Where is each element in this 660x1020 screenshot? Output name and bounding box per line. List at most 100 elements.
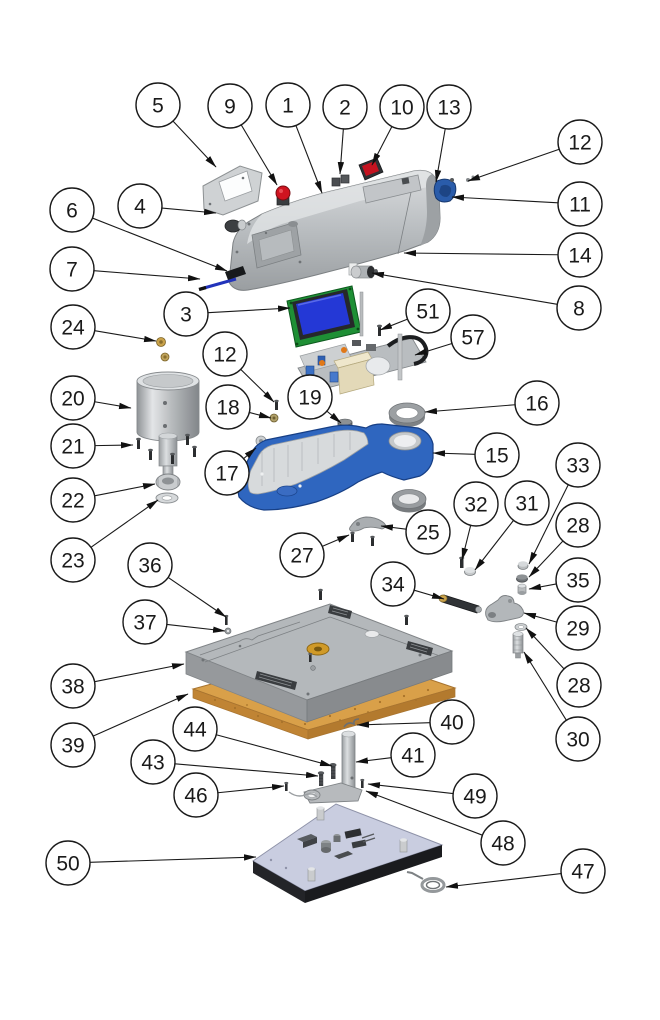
callout-balloon-12: 12 bbox=[557, 119, 603, 165]
callout-balloon-25: 25 bbox=[405, 509, 451, 555]
callout-balloon-6: 6 bbox=[49, 187, 95, 233]
leader-line-10 bbox=[371, 126, 393, 166]
balloon-circle bbox=[45, 840, 91, 886]
callout-balloon-27: 27 bbox=[279, 532, 325, 578]
leader-line-4 bbox=[161, 207, 217, 216]
post-bracket-assembly bbox=[284, 718, 365, 804]
balloon-circle bbox=[49, 187, 95, 233]
base-plate-components bbox=[297, 828, 376, 859]
bolt-30-part bbox=[512, 631, 524, 659]
standoffs bbox=[307, 806, 408, 882]
callout-balloon-24: 24 bbox=[50, 304, 96, 350]
callout-balloon-47: 47 bbox=[560, 848, 606, 894]
leader-line-38 bbox=[94, 663, 185, 683]
nut-31-part bbox=[464, 567, 476, 576]
balloon-number: 46 bbox=[184, 785, 207, 808]
leader-line-25 bbox=[380, 524, 407, 531]
table-plate-part bbox=[184, 603, 454, 723]
balloon-number: 22 bbox=[61, 490, 84, 513]
foot-bracket-part bbox=[303, 782, 363, 804]
balloon-number: 27 bbox=[290, 545, 313, 568]
leader-line-39 bbox=[92, 693, 189, 737]
main-housing-part bbox=[228, 169, 441, 291]
balloon-circle bbox=[560, 848, 606, 894]
callout-balloon-31: 31 bbox=[504, 480, 550, 526]
knob-part bbox=[224, 219, 251, 233]
balloon-number: 38 bbox=[61, 676, 84, 699]
balloon-number: 41 bbox=[401, 745, 424, 768]
balloon-number: 14 bbox=[568, 245, 592, 268]
balloon-number: 57 bbox=[461, 327, 484, 350]
balloon-number: 33 bbox=[566, 455, 589, 478]
callout-balloon-35: 35 bbox=[555, 557, 601, 603]
fittings-24 bbox=[156, 337, 170, 362]
balloon-circle bbox=[204, 450, 250, 496]
balloon-number: 49 bbox=[463, 786, 486, 809]
leader-line-29 bbox=[523, 612, 557, 623]
leader-line-35 bbox=[528, 583, 557, 590]
tray-assembly bbox=[237, 402, 434, 546]
balloon-circle bbox=[117, 183, 163, 229]
callout-balloon-57: 57 bbox=[450, 314, 496, 360]
callout-balloon-44: 44 bbox=[172, 706, 218, 752]
callout-balloon-14: 14 bbox=[557, 232, 603, 278]
callout-balloon-13: 13 bbox=[426, 84, 472, 130]
leader-line-48 bbox=[365, 790, 483, 836]
callout-balloon-20: 20 bbox=[50, 375, 96, 421]
lever-25-part bbox=[349, 516, 387, 532]
balloon-circle bbox=[50, 722, 96, 768]
callout-balloon-48: 48 bbox=[480, 820, 526, 866]
leader-line-31 bbox=[474, 520, 514, 571]
callout-balloon-16: 16 bbox=[514, 380, 560, 426]
callout-balloon-38: 38 bbox=[50, 663, 96, 709]
balloon-number: 28 bbox=[567, 675, 590, 698]
balloon-number: 13 bbox=[437, 97, 460, 120]
balloon-number: 51 bbox=[416, 301, 439, 324]
rod-34-part bbox=[438, 594, 482, 614]
floating-screws-table bbox=[308, 588, 409, 671]
callout-balloon-5: 5 bbox=[135, 82, 181, 128]
balloon-circle bbox=[207, 83, 253, 129]
balloon-circle bbox=[556, 285, 602, 331]
leader-line-50 bbox=[89, 854, 257, 863]
overlay-gasket-part bbox=[202, 165, 263, 216]
callout-balloon-28: 28 bbox=[555, 502, 601, 548]
leader-line-13 bbox=[434, 128, 446, 183]
washer-23-part bbox=[155, 492, 179, 504]
balloon-circle bbox=[49, 246, 95, 292]
balloon-number: 9 bbox=[224, 96, 236, 119]
balloon-circle bbox=[426, 84, 472, 130]
balloon-number: 3 bbox=[180, 304, 192, 327]
balloon-number: 2 bbox=[339, 97, 351, 120]
balloon-number: 36 bbox=[138, 555, 161, 578]
screw-32-part bbox=[459, 556, 465, 568]
leader-line-1 bbox=[295, 125, 323, 194]
ring-16-part bbox=[388, 402, 426, 427]
screw-46-part bbox=[284, 781, 318, 798]
leader-line-8 bbox=[371, 271, 558, 305]
balloon-number: 39 bbox=[61, 735, 84, 758]
screw-13-part bbox=[450, 178, 454, 182]
callout-balloon-40: 40 bbox=[429, 699, 475, 745]
valve-pump-assembly bbox=[297, 291, 429, 395]
balloon-circle bbox=[50, 537, 96, 583]
callout-balloon-11: 11 bbox=[557, 181, 603, 227]
balloon-number: 4 bbox=[134, 196, 146, 219]
mounting-screws-21 bbox=[136, 433, 197, 464]
callout-balloon-50: 50 bbox=[45, 840, 91, 886]
leader-line-17 bbox=[243, 447, 257, 460]
balloon-circle bbox=[379, 84, 425, 130]
balloon-circle bbox=[322, 84, 368, 130]
callout-balloon-32: 32 bbox=[453, 481, 499, 527]
leader-line-41 bbox=[355, 757, 392, 764]
screw-49-part bbox=[350, 776, 365, 788]
balloon-number: 1 bbox=[282, 95, 294, 118]
balloon-number: 47 bbox=[571, 861, 594, 884]
balloon-circle bbox=[557, 181, 603, 227]
callout-balloon-21: 21 bbox=[50, 423, 96, 469]
balloon-number: 15 bbox=[485, 445, 508, 468]
callout-balloon-10: 10 bbox=[379, 84, 425, 130]
leader-line-7 bbox=[93, 270, 201, 282]
nut-28a-part bbox=[516, 574, 528, 583]
